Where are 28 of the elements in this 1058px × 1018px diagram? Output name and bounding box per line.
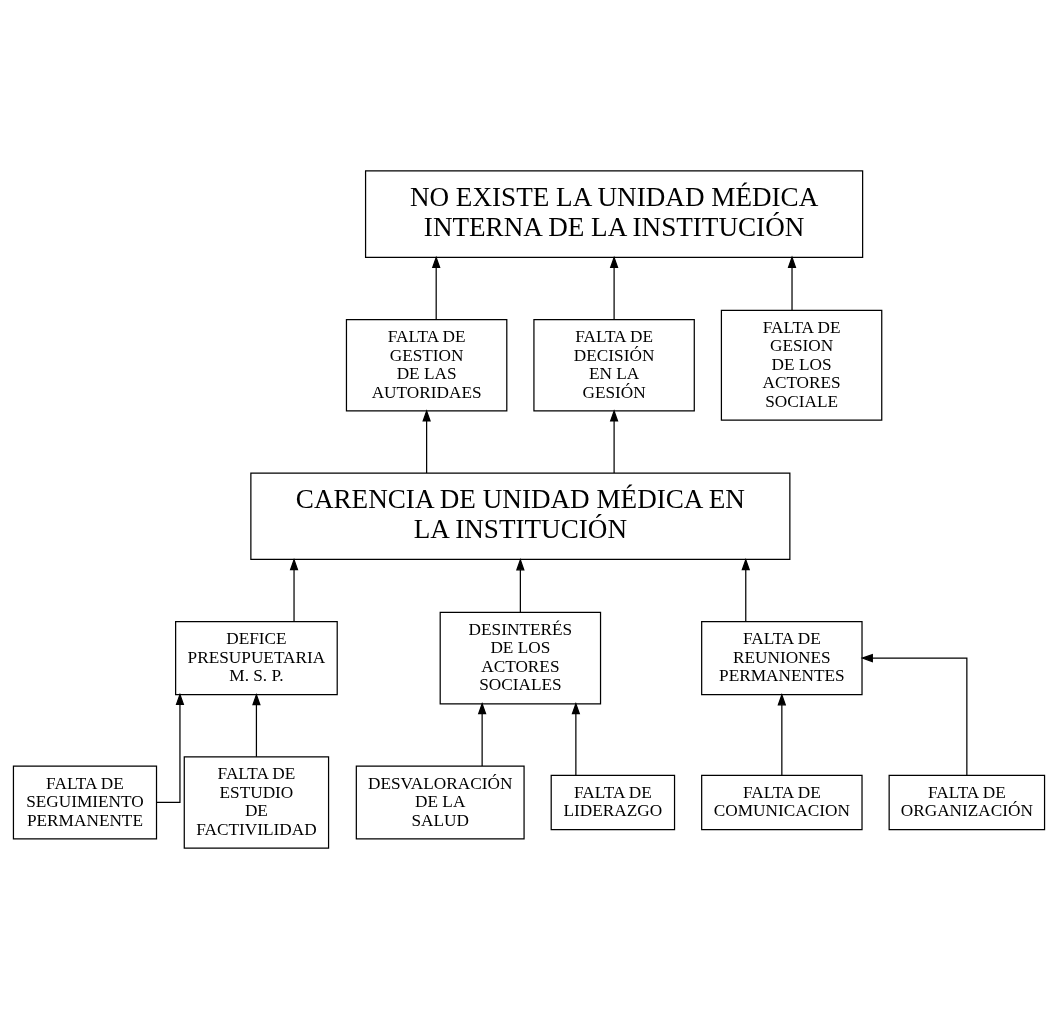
arrow <box>741 557 751 622</box>
node-box: DESVALORACIÓN DE LA SALUD <box>355 764 525 839</box>
node-box: NO EXISTE LA UNIDAD MÉDICA INTERNA DE LA INSTITUCIÓN <box>364 169 864 258</box>
node-box: FALTA DE GESION DE LOS ACTORES SOCIALE <box>720 309 883 421</box>
arrow <box>571 701 581 776</box>
node-box: DESINTERÉS DE LOS ACTORES SOCIALES <box>439 611 602 704</box>
node-box: FALTA DE SEGUIMIENTO PERMANENTE <box>12 764 158 839</box>
arrow <box>787 255 797 311</box>
node-box: FALTA DE REUNIONES PERMANENTES <box>701 620 863 695</box>
node-box: FALTA DE DECISIÓN EN LA GESIÓN <box>533 318 695 411</box>
arrow <box>252 692 261 757</box>
arrow <box>156 692 185 803</box>
arrow <box>777 692 787 776</box>
node-box: FALTA DE ESTUDIO DE FACTIVILIDAD <box>183 755 330 849</box>
arrow <box>609 255 619 320</box>
node-box: DEFICE PRESUPUETARIA M. S. P. <box>175 620 338 695</box>
arrow <box>422 408 431 474</box>
node-box: FALTA DE ORGANIZACIÓN <box>888 774 1046 830</box>
node-box: CARENCIA DE UNIDAD MÉDICA EN LA INSTITUCIÓN <box>250 472 791 560</box>
arrow <box>477 701 487 767</box>
arrow <box>431 255 441 320</box>
arrow <box>289 557 299 622</box>
node-box: FALTA DE GESTION DE LAS AUTORIDAES <box>345 318 508 411</box>
arrow <box>860 653 968 776</box>
node-box: FALTA DE COMUNICACION <box>701 774 863 830</box>
arrow <box>609 408 619 474</box>
arrow <box>516 557 525 613</box>
node-box: FALTA DE LIDERAZGO <box>550 774 676 830</box>
